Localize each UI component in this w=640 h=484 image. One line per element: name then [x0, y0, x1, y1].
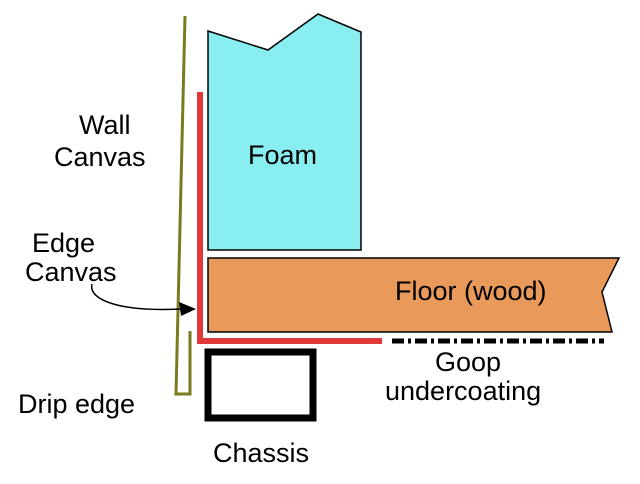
goop-label-line1: Goop	[435, 347, 501, 377]
goop-label-line2: undercoating	[385, 376, 541, 406]
edge-canvas	[197, 92, 382, 344]
wall-canvas-label-line1: Wall	[79, 110, 131, 140]
foam-block	[207, 13, 362, 251]
edge-canvas-pointer-arrow	[91, 283, 182, 311]
edge-canvas-label-line1: Edge	[32, 228, 95, 258]
chassis-box	[204, 348, 317, 422]
chassis-label: Chassis	[213, 438, 309, 468]
floor-label: Floor (wood)	[395, 276, 547, 306]
arrow-head	[179, 302, 196, 316]
wall-canvas	[174, 15, 192, 396]
wall-canvas-label-line2: Canvas	[54, 142, 146, 172]
foam-label: Foam	[248, 140, 317, 170]
edge-canvas-label-line2: Canvas	[25, 257, 117, 287]
floor-wood	[207, 257, 621, 333]
drip-edge-label: Drip edge	[18, 389, 135, 419]
